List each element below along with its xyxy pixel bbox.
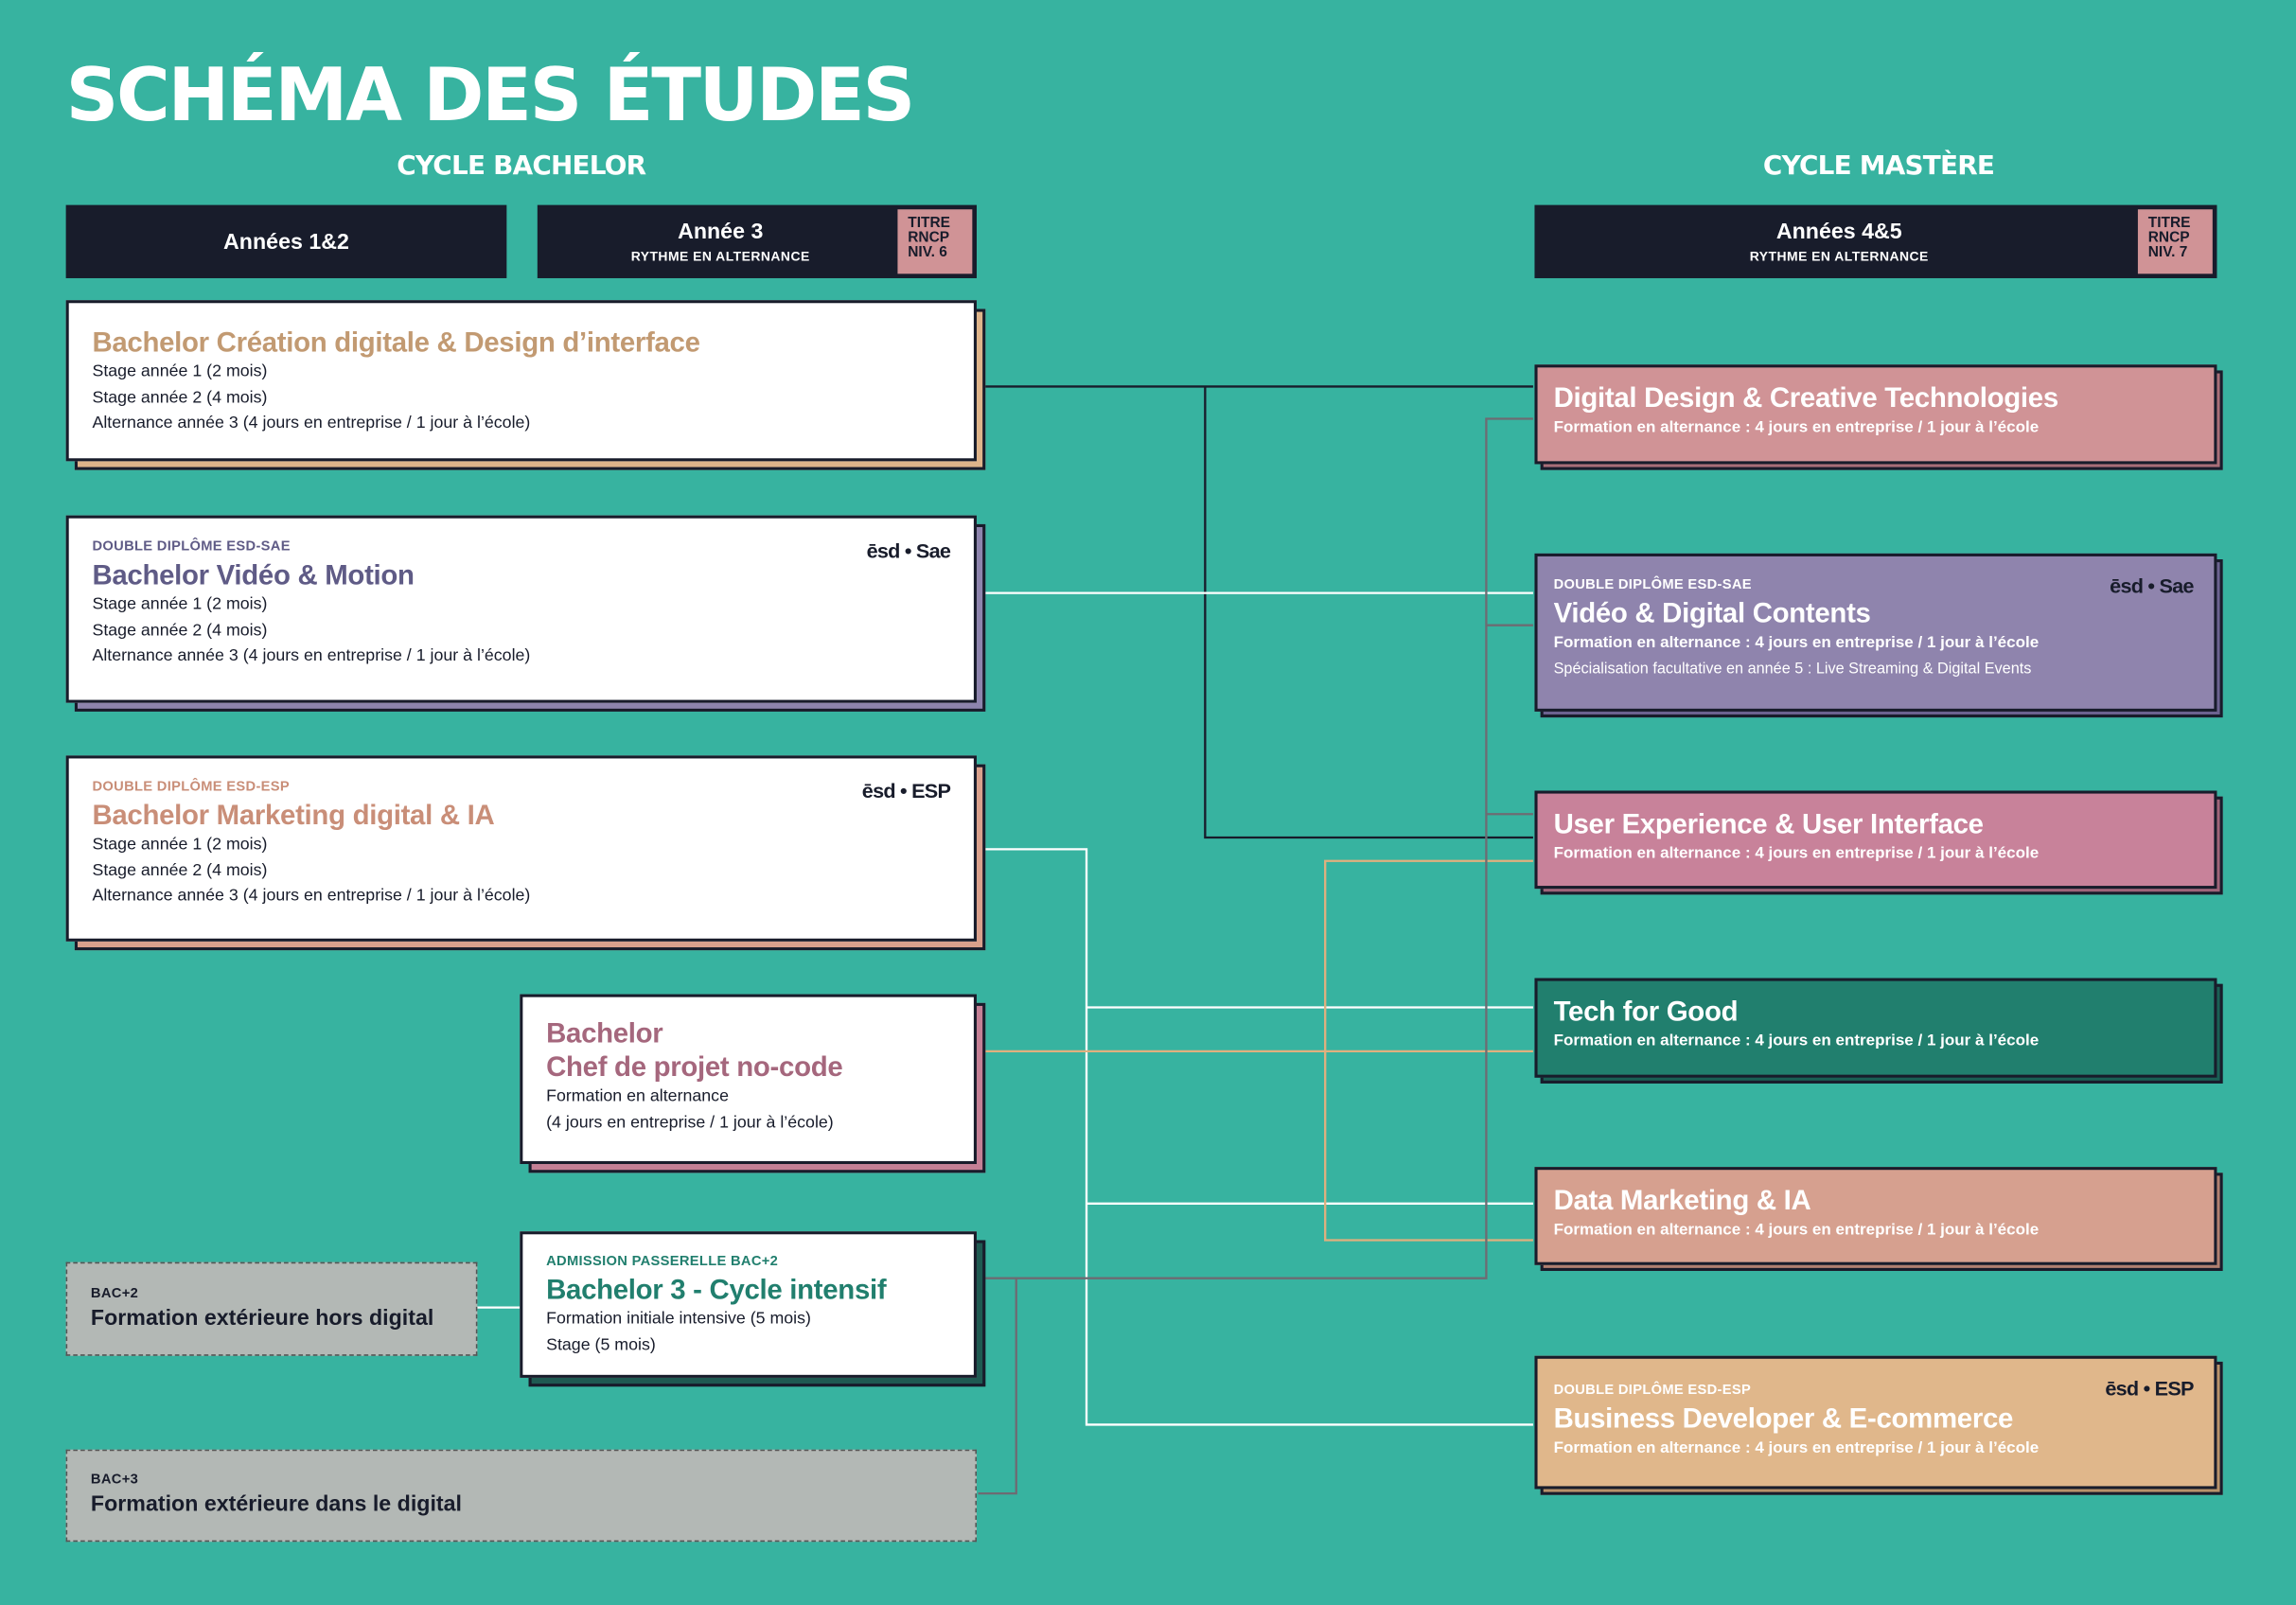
- card-label: DOUBLE DIPLÔME ESD-ESP: [1553, 1382, 1752, 1399]
- connector-bac3-to-intensive: [978, 1278, 1017, 1495]
- header-label: Années 4&5: [1775, 220, 1902, 245]
- card-line: Formation en alternance : 4 jours en ent…: [1553, 844, 2040, 863]
- card-line: Stage année 1 (2 mois): [92, 362, 268, 381]
- esd-esp-logo: ēsd • ESP: [2105, 1376, 2194, 1401]
- card-title: Bachelor Vidéo & Motion: [92, 560, 415, 592]
- card-line: Stage année 2 (4 mois): [92, 861, 268, 880]
- master-card-tech-for-good[interactable]: Tech for Good Formation en alternance : …: [1534, 978, 2217, 1078]
- card-line: Formation initiale intensive (5 mois): [546, 1310, 811, 1329]
- header-label: Années 1&2: [223, 229, 349, 255]
- card-title: Formation extérieure dans le digital: [90, 1491, 462, 1517]
- card-label: BAC+2: [90, 1285, 139, 1302]
- external-bac2-card[interactable]: BAC+2 Formation extérieure hors digital: [65, 1261, 478, 1356]
- card-line: Formation en alternance : 4 jours en ent…: [1553, 1438, 2040, 1457]
- card-title: Formation extérieure hors digital: [90, 1306, 434, 1332]
- cycle-mastere-heading: CYCLE MASTÈRE: [1762, 150, 1995, 182]
- badge-line: NIV. 6: [908, 244, 947, 261]
- card-line: Formation en alternance : 4 jours en ent…: [1553, 633, 2040, 652]
- card-title: Bachelor Marketing digital & IA: [92, 801, 495, 832]
- card-title: Business Developer & E-commerce: [1553, 1403, 2014, 1436]
- card-label: BAC+3: [90, 1471, 139, 1488]
- card-title: Vidéo & Digital Contents: [1553, 598, 1871, 630]
- card-title: Data Marketing & IA: [1553, 1186, 1811, 1217]
- bachelor-card-creation-digitale[interactable]: Bachelor Création digitale & Design d’in…: [65, 300, 977, 462]
- bachelor-card-no-code[interactable]: Bachelor Chef de projet no-code Formatio…: [520, 994, 977, 1165]
- card-extra-line: Spécialisation facultative en année 5 : …: [1553, 660, 2032, 678]
- card-title: Tech for Good: [1553, 997, 1739, 1029]
- header-subtitle: RYTHME EN ALTERNANCE: [1749, 249, 1929, 264]
- master-card-ux-ui[interactable]: User Experience & User Interface Formati…: [1534, 790, 2217, 890]
- card-title: Bachelor Création digitale & Design d’in…: [92, 327, 700, 360]
- header-years-1-2: Années 1&2: [65, 204, 507, 278]
- bachelor-card-video-motion[interactable]: DOUBLE DIPLÔME ESD-SAE ēsd • Sae Bachelo…: [65, 515, 977, 703]
- card-line: Stage année 1 (2 mois): [92, 836, 268, 855]
- master-card-data-marketing[interactable]: Data Marketing & IA Formation en alterna…: [1534, 1167, 2217, 1265]
- card-line: Stage année 2 (4 mois): [92, 621, 268, 640]
- bachelor-card-marketing-ia[interactable]: DOUBLE DIPLÔME ESD-ESP ēsd • ESP Bachelo…: [65, 755, 977, 942]
- card-title: Bachelor 3 - Cycle intensif: [546, 1275, 887, 1307]
- card-line: Formation en alternance : 4 jours en ent…: [1553, 1221, 2040, 1239]
- card-title: Bachelor: [546, 1018, 663, 1050]
- connector-nocode-to-ux-data: [1324, 859, 1533, 1242]
- esd-sae-logo: ēsd • Sae: [2110, 573, 2194, 598]
- card-line: Formation en alternance : 4 jours en ent…: [1553, 418, 2040, 437]
- external-bac3-card[interactable]: BAC+3 Formation extérieure dans le digit…: [65, 1449, 977, 1543]
- connector-creation-to-ux: [1204, 386, 1533, 839]
- card-line: Stage (5 mois): [546, 1335, 656, 1354]
- card-label: DOUBLE DIPLÔME ESD-SAE: [1553, 576, 1752, 593]
- card-line: Alternance année 3 (4 jours en entrepris…: [92, 414, 531, 432]
- connector-intensive-trunk: [983, 417, 1533, 1279]
- card-line: Alternance année 3 (4 jours en entrepris…: [92, 887, 531, 906]
- card-line: Formation en alternance : 4 jours en ent…: [1553, 1032, 2040, 1050]
- esd-sae-logo: ēsd • Sae: [866, 538, 951, 563]
- card-title: User Experience & User Interface: [1553, 809, 1984, 841]
- card-title: Chef de projet no-code: [546, 1052, 843, 1084]
- header-subtitle: RYTHME EN ALTERNANCE: [630, 249, 810, 264]
- card-line: Stage année 2 (4 mois): [92, 388, 268, 407]
- master-card-digital-design[interactable]: Digital Design & Creative Technologies F…: [1534, 364, 2217, 465]
- master-card-video-digital-contents[interactable]: DOUBLE DIPLÔME ESD-SAE ēsd • Sae Vidéo &…: [1534, 553, 2217, 712]
- esd-esp-logo: ēsd • ESP: [861, 779, 951, 802]
- cycle-bachelor-heading: CYCLE BACHELOR: [397, 150, 646, 182]
- card-line: Formation en alternance: [546, 1087, 729, 1106]
- card-label: DOUBLE DIPLÔME ESD-ESP: [92, 779, 291, 796]
- connector-marketing-trunk: [983, 848, 1533, 1426]
- card-line: (4 jours en entreprise / 1 jour à l’écol…: [546, 1113, 834, 1132]
- card-title: Digital Design & Creative Technologies: [1553, 383, 2059, 414]
- card-label: ADMISSION PASSERELLE BAC+2: [546, 1253, 779, 1270]
- card-label: DOUBLE DIPLÔME ESD-SAE: [92, 538, 291, 556]
- bachelor-card-cycle-intensif[interactable]: ADMISSION PASSERELLE BAC+2 Bachelor 3 - …: [520, 1231, 977, 1378]
- page-title: SCHÉMA DES ÉTUDES: [65, 52, 916, 138]
- header-label: Année 3: [678, 220, 764, 245]
- badge-line: TITRE: [2147, 215, 2191, 232]
- badge-line: TITRE: [908, 215, 950, 232]
- master-card-business-developer[interactable]: DOUBLE DIPLÔME ESD-ESP ēsd • ESP Busines…: [1534, 1355, 2217, 1490]
- badge-line: NIV. 7: [2147, 244, 2188, 261]
- card-line: Stage année 1 (2 mois): [92, 595, 268, 614]
- badge-line: RNCP: [908, 229, 950, 246]
- badge-line: RNCP: [2147, 229, 2190, 246]
- card-line: Alternance année 3 (4 jours en entrepris…: [92, 646, 531, 665]
